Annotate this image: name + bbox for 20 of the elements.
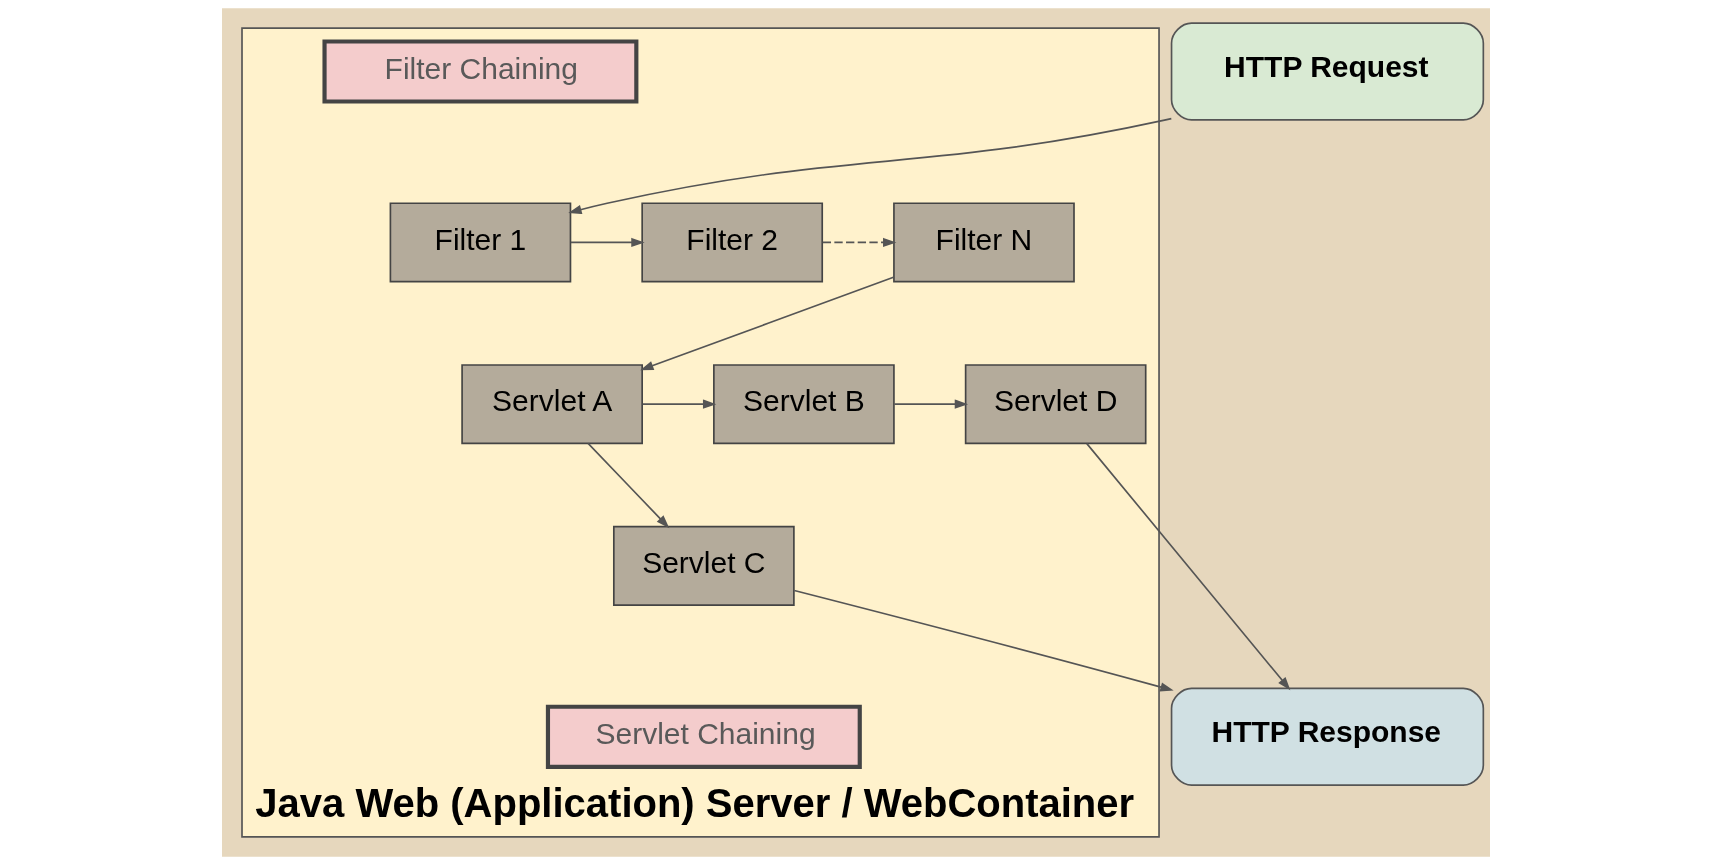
arrow xyxy=(1086,442,1291,691)
arrow xyxy=(641,399,717,409)
arrow xyxy=(893,399,969,409)
arrow xyxy=(587,442,670,529)
node-box: Filter N xyxy=(893,202,1075,283)
node-box: Servlet D xyxy=(964,364,1147,445)
arrow xyxy=(821,237,897,248)
arrow xyxy=(570,237,645,248)
arrow xyxy=(640,276,895,371)
node-box: Filter Chaining xyxy=(322,39,639,104)
node-box: Servlet C xyxy=(613,525,795,606)
node-box: Servlet A xyxy=(461,364,643,445)
node-box: Servlet Chaining xyxy=(545,704,862,769)
arrow xyxy=(793,589,1174,692)
node-box: Servlet B xyxy=(713,364,895,445)
node-box: Filter 2 xyxy=(641,202,824,283)
arrow xyxy=(568,117,1173,215)
node-box: Filter 1 xyxy=(389,202,572,283)
node-box: HTTP Request xyxy=(1170,22,1485,121)
node-box: HTTP Response xyxy=(1170,687,1485,786)
